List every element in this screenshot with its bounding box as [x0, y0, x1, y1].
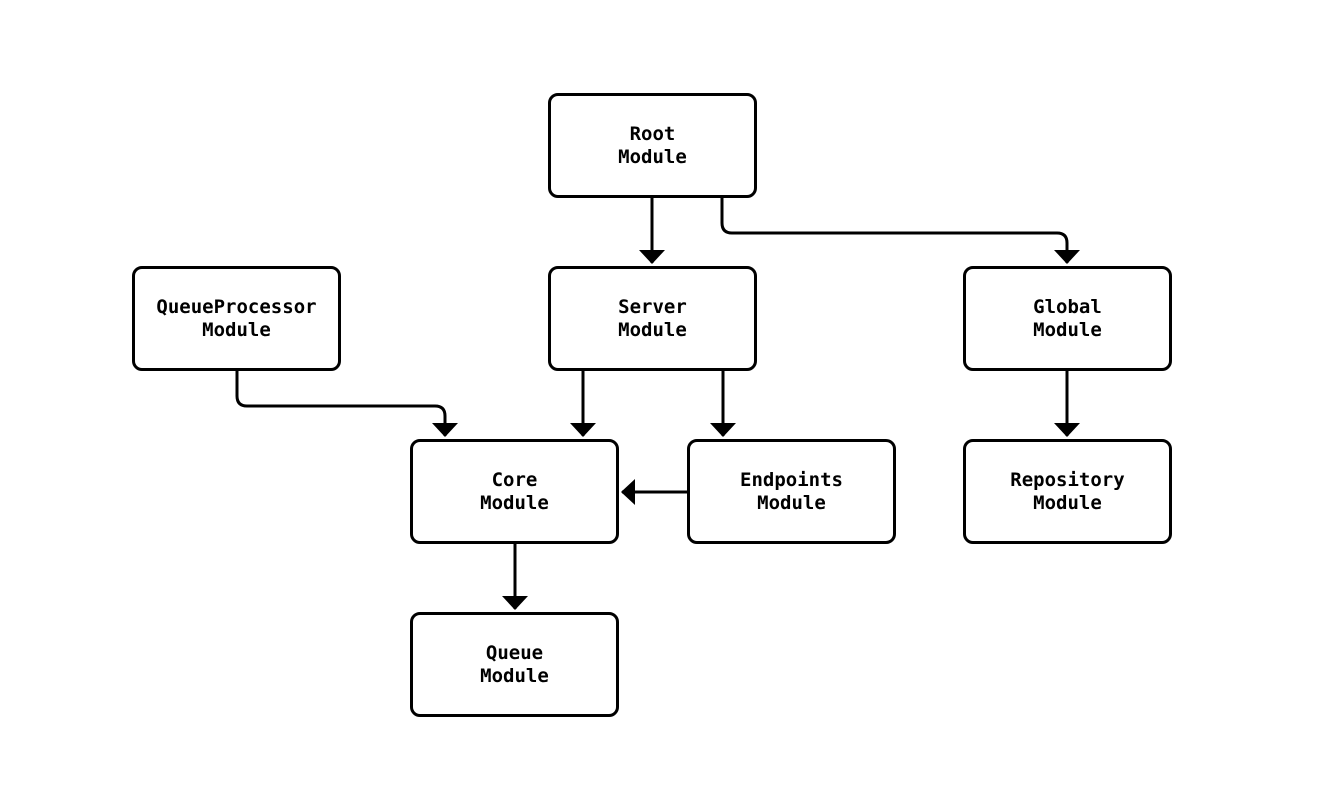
node-core-module-label: Core Module: [480, 468, 549, 514]
node-queue-module: Queue Module: [410, 612, 619, 717]
node-queue-module-label: Queue Module: [480, 641, 549, 687]
node-server-module-label: Server Module: [618, 295, 687, 341]
node-core-module: Core Module: [410, 439, 619, 544]
node-global-module-label: Global Module: [1033, 295, 1102, 341]
node-repository-module: Repository Module: [963, 439, 1172, 544]
node-endpoints-module-label: Endpoints Module: [740, 468, 843, 514]
node-root-module: Root Module: [548, 93, 757, 198]
edge-queueprocessor-module-to-core-module: [235, 371, 458, 437]
node-queueprocessor-module-label: QueueProcessor Module: [156, 295, 317, 341]
node-repository-module-label: Repository Module: [1010, 468, 1125, 514]
node-server-module: Server Module: [548, 266, 757, 371]
edge-root-module-to-global-module: [720, 198, 1080, 264]
node-global-module: Global Module: [963, 266, 1172, 371]
node-endpoints-module: Endpoints Module: [687, 439, 896, 544]
node-queueprocessor-module: QueueProcessor Module: [132, 266, 341, 371]
node-root-module-label: Root Module: [618, 122, 687, 168]
